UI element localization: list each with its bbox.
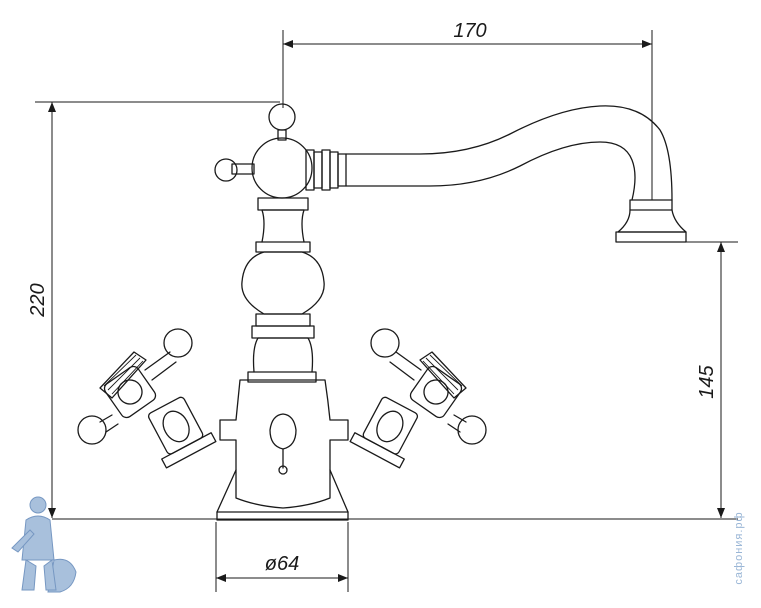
right-cross-handle bbox=[349, 328, 487, 469]
faucet-column bbox=[241, 197, 325, 383]
left-cross-handle bbox=[77, 328, 217, 469]
dimension-spout-height: 145 bbox=[686, 241, 738, 518]
site-watermark: сафония.рф bbox=[733, 511, 745, 584]
dimension-base-diameter: ø64 bbox=[215, 522, 349, 592]
dimension-total-height: 220 bbox=[27, 101, 280, 518]
faucet-spout bbox=[345, 105, 687, 243]
dimension-label-220: 220 bbox=[27, 283, 49, 317]
plumber-mascot-logo bbox=[11, 496, 77, 593]
faucet-body bbox=[216, 379, 349, 521]
faucet-swivel-head bbox=[214, 103, 347, 199]
dimension-label-145: 145 bbox=[696, 364, 718, 398]
dimension-label-d64: ø64 bbox=[265, 553, 299, 575]
dimension-label-170: 170 bbox=[453, 20, 486, 42]
dimension-spout-reach: 170 bbox=[282, 20, 653, 200]
